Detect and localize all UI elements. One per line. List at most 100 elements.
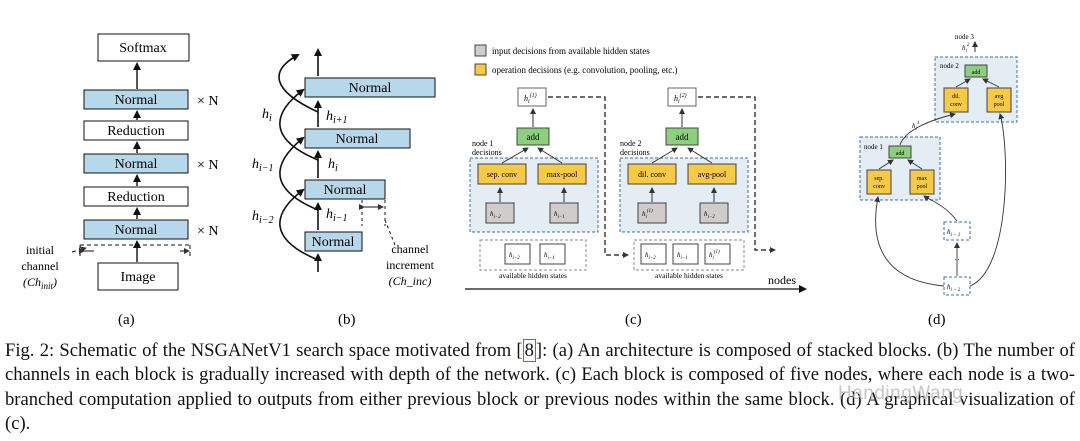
normal-b-3 (304, 128, 411, 149)
add-box-d1 (888, 145, 912, 159)
normal-b-label-3: Normal (336, 132, 379, 147)
avg-label-d: avg (995, 94, 1004, 100)
node1-label-d: node 1 (864, 143, 883, 151)
times-n-3: × N (197, 94, 219, 109)
ch-inc-label: (Ch_inc) (389, 274, 432, 288)
available-frame-1 (479, 239, 587, 271)
available-label-2: available hidden states (655, 271, 723, 280)
h1-d-label: hi1 (912, 121, 919, 132)
h-i-right-label: hi (328, 157, 338, 174)
sep-conv-box-d (866, 169, 892, 195)
normal-box-1 (83, 219, 189, 240)
h-im1-label-d: hi − 1 (947, 228, 960, 238)
node1-label-c: node 1 (472, 139, 494, 148)
dil-label-d: dil. (952, 94, 960, 100)
caption-rest: : (a) An architecture is composed of sta… (5, 340, 1075, 434)
channel-label-a: channel (21, 259, 59, 273)
normal-b-label-4: Normal (349, 81, 392, 96)
add-box-1 (516, 127, 550, 146)
normal-b-label-1: Normal (312, 235, 355, 250)
softmax-label: Softmax (119, 41, 166, 56)
available-label-1: available hidden states (499, 271, 567, 280)
h1-output-box (517, 87, 547, 107)
legend-yellow-swatch (474, 63, 487, 76)
nodes-label: nodes (768, 273, 796, 287)
normal-box-3 (83, 89, 189, 110)
normal-label-1: Normal (115, 223, 158, 238)
input-box-n2-b (699, 202, 729, 224)
normal-label-3: Normal (115, 93, 158, 108)
avg-pool-label-c: avg-pool (698, 170, 727, 179)
normal-label-2: Normal (115, 157, 158, 172)
panel-c-label: (c) (625, 312, 642, 328)
reduction-label-1: Reduction (107, 190, 165, 205)
input-label-n2-a: hi(1) (642, 209, 653, 220)
image-box (97, 262, 179, 291)
dil-conv-box-d (943, 87, 969, 113)
add-label-1: add (527, 132, 540, 142)
h-ip1-label: hi+1 (326, 109, 348, 126)
panel-d-label: (d) (928, 312, 946, 328)
sep-conv-label-d: conv (873, 184, 885, 190)
h2-output-box (667, 87, 697, 107)
times-n-2: × N (197, 158, 219, 173)
add-label-d1: add (896, 151, 905, 157)
avail-2-a (640, 243, 667, 265)
dil-conv-label-d: conv (950, 102, 962, 108)
softmax-box (97, 33, 190, 62)
node2-label-c: node 2 (620, 139, 642, 148)
dil-conv-box-c (627, 163, 677, 185)
avail-2-c-label: hi(1) (709, 250, 720, 261)
panel-a: Softmax Normal × N Reduction Normal × N … (21, 33, 219, 328)
watermark-text: HandingWang (838, 383, 964, 404)
panel-c: input decisions from available hidden st… (465, 44, 807, 328)
h-im1-right-label: hi−1 (326, 207, 348, 224)
sep-conv-label-c: sep. conv (487, 170, 517, 179)
legend-input-text: input decisions from available hidden st… (492, 46, 650, 56)
citation-link[interactable]: 8 (522, 339, 536, 362)
max-pool-label-c: max-pool (547, 170, 578, 179)
times-n-1: × N (197, 224, 219, 239)
h-im1-box-d (943, 221, 971, 241)
h-im2-label-d: hi − 2 (947, 283, 961, 293)
ch-init-label: (Chinit) (23, 275, 57, 291)
input-label-n2-b: hi−2 (704, 210, 715, 220)
h2-d-label: hi2 (962, 43, 970, 54)
node2-label-d: node 2 (940, 62, 959, 70)
normal-b-label-2: Normal (324, 183, 367, 198)
panel-b-label: (b) (338, 312, 356, 328)
legend-op-text: operation decisions (e.g. convolution, p… (492, 65, 677, 75)
avg-pool-box-c (687, 163, 737, 185)
node2-decisions: decisions (620, 148, 650, 157)
input-label-n1-a: hi−2 (490, 210, 501, 220)
avg-pool-label-d: pool (994, 102, 1005, 108)
h-im1-label: hi−1 (252, 157, 274, 174)
avail-1-a (504, 243, 531, 265)
node3-label: node 3 (955, 33, 974, 41)
sep-label-d: sep. (874, 176, 884, 182)
add-box-2 (665, 127, 699, 146)
dil-conv-label-c: dil. conv (638, 170, 666, 179)
increment-label: increment (386, 258, 435, 272)
h-im2-label: hi−2 (252, 209, 274, 226)
add-label-d2: add (972, 70, 981, 76)
reduction-label-2: Reduction (107, 124, 165, 139)
figure-2: Softmax Normal × N Reduction Normal × N … (21, 33, 1018, 328)
input-label-n1-b: hi−1 (554, 210, 565, 220)
reduction-box-1 (83, 186, 189, 207)
input-box-n1-a (485, 202, 515, 224)
initial-label: initial (26, 243, 55, 257)
input-box-n1-b (549, 202, 579, 224)
max-pool-box-d (909, 169, 935, 195)
avg-pool-box-d (986, 87, 1012, 113)
panel-b: Normal Normal Normal Normal hi hi−1 hi−2… (252, 48, 436, 328)
input-box-n2-a (637, 202, 667, 224)
add-label-2: add (676, 132, 689, 142)
normal-b-2 (304, 179, 386, 200)
sep-conv-box-c (477, 163, 527, 185)
h1-output-label: hi(1) (524, 92, 537, 105)
reduction-box-2 (83, 120, 189, 141)
max-pool-box-c (537, 163, 587, 185)
image-label: Image (121, 270, 156, 285)
figure-caption: Fig. 2: Schematic of the NSGANetV1 searc… (5, 339, 1075, 434)
